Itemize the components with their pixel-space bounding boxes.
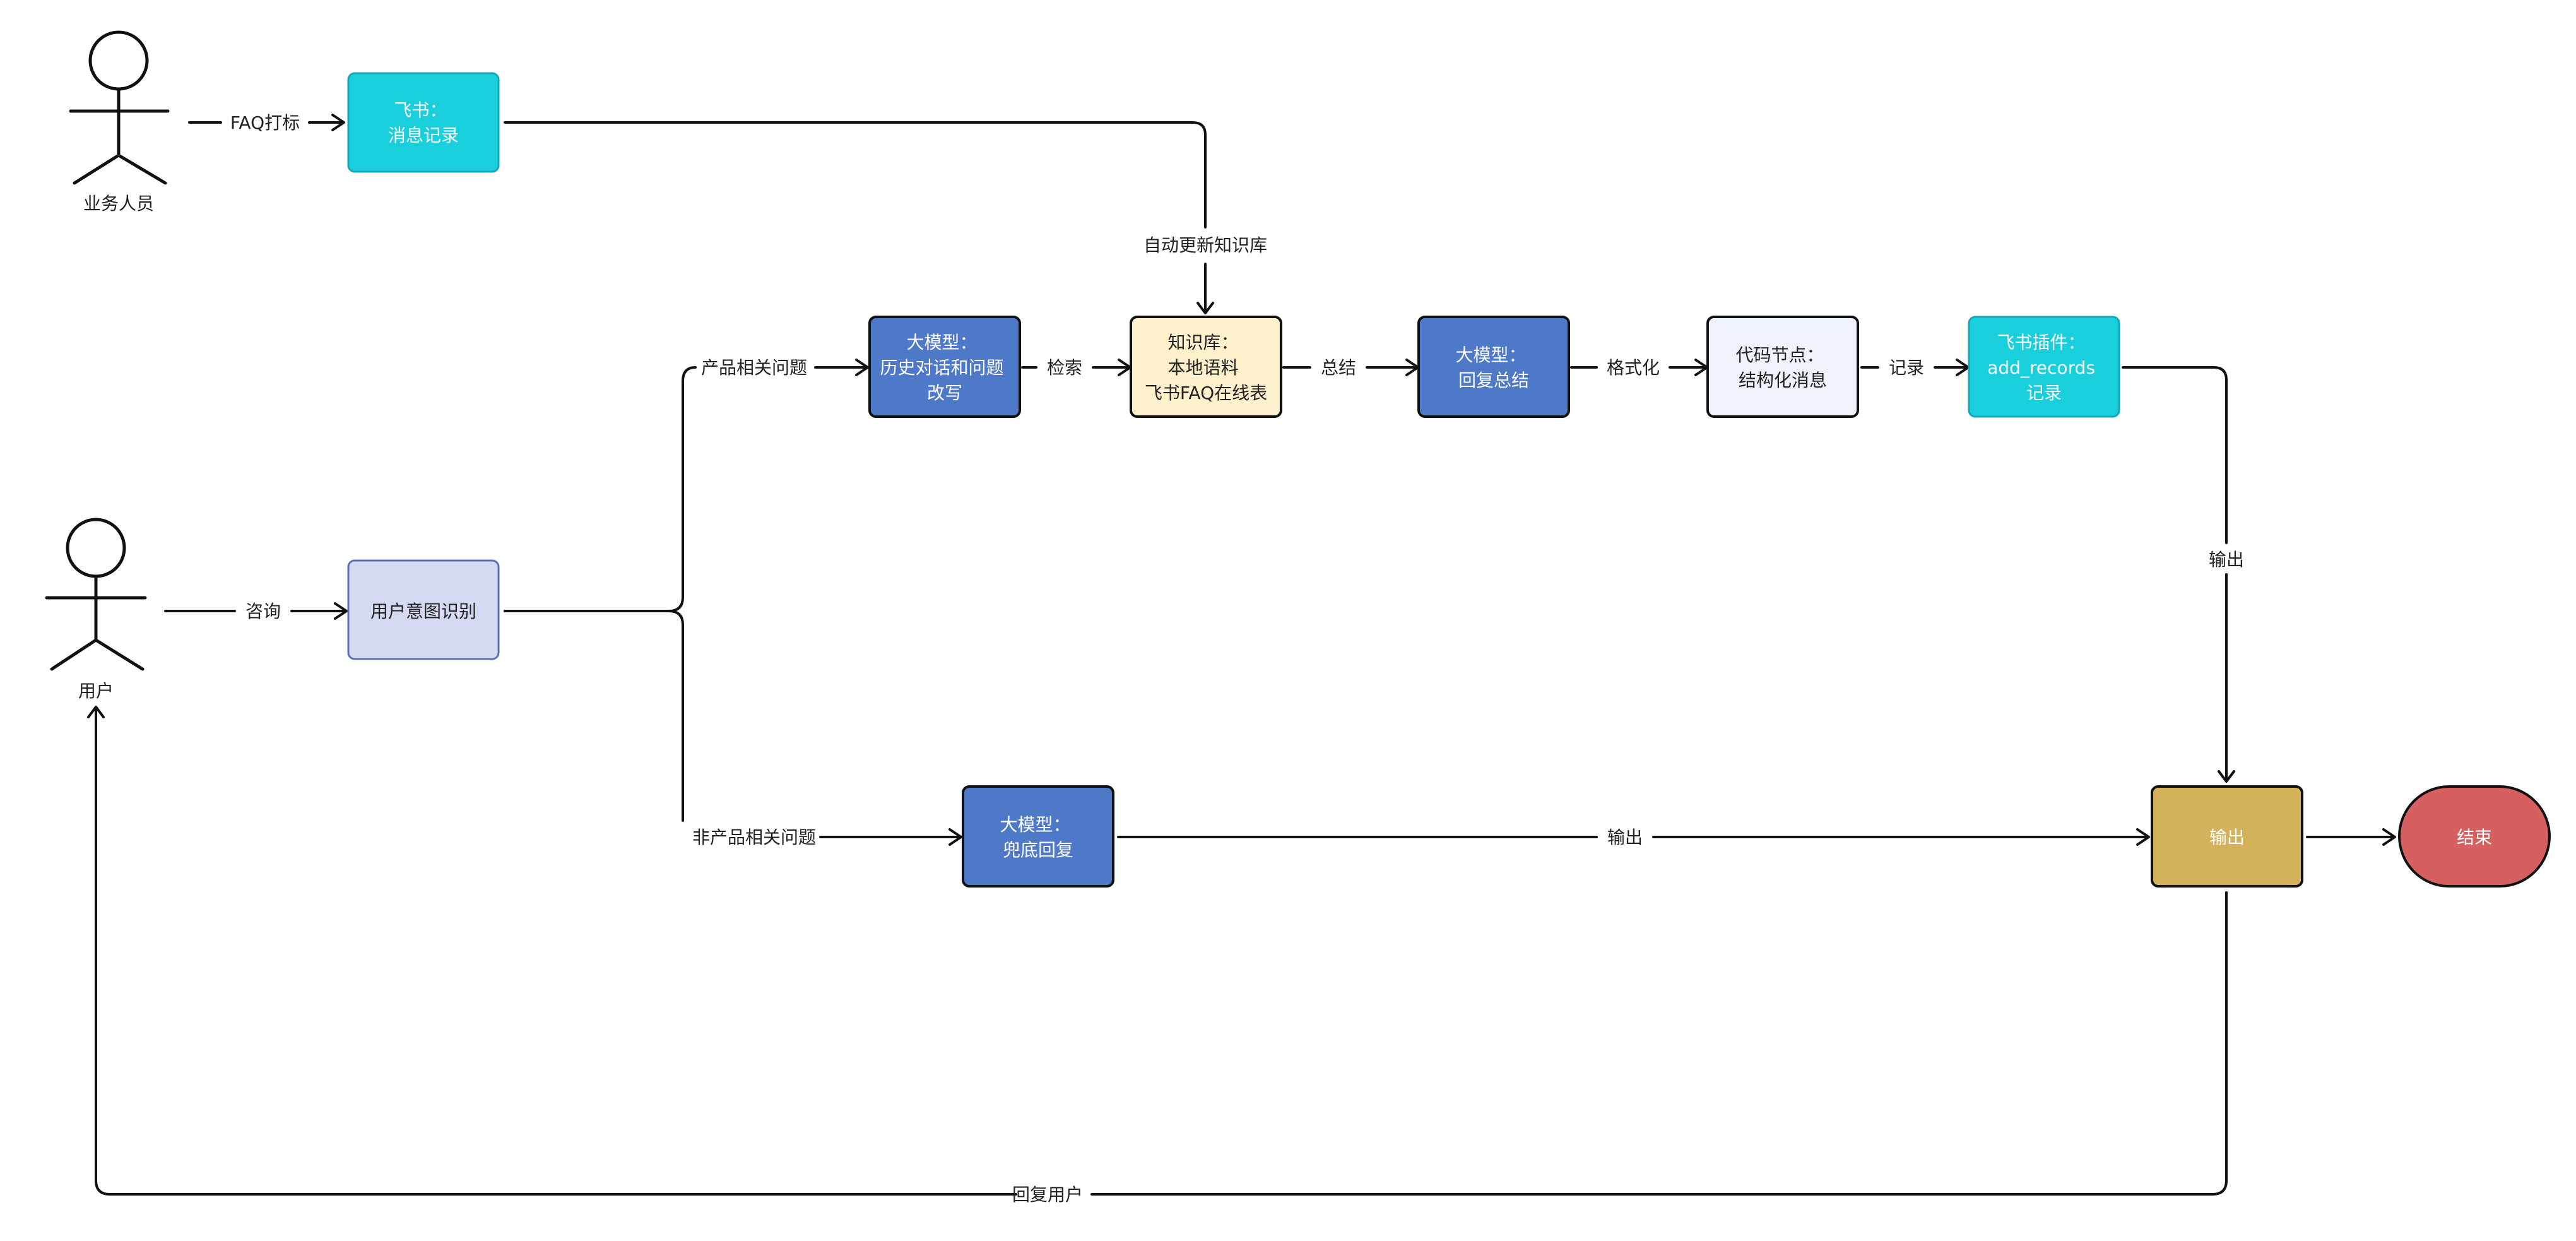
edge-label-record: 记录 — [1889, 357, 1924, 378]
edge-label-output-right: 输出 — [2209, 549, 2244, 570]
edge-label-output-bottom: 输出 — [1607, 827, 1643, 848]
arrowhead — [331, 114, 345, 131]
edge-label-product-q: 产品相关问题 — [701, 357, 807, 378]
node-line: 大模型： — [1000, 814, 1071, 835]
svg-text:飞书： 消息记录: 飞书： 消息记录 — [388, 100, 459, 146]
edge-feishu-kb — [504, 121, 1207, 312]
node-llm-summary[interactable]: 大模型： 回复总结 — [1417, 316, 1570, 418]
node-llm-rewrite[interactable]: 大模型： 历史对话和问题 改写 — [868, 316, 1021, 418]
edge-labels: FAQ打标 自动更新知识库 咨询 产品相关问题 检索 总结 格式化 记录 输出 … — [230, 112, 2244, 1205]
nodes: 飞书： 消息记录 用户意图识别 大模型： 历史对话和问题 改写 知识库： 本地语… — [347, 72, 2551, 888]
node-line: 结束 — [2457, 827, 2492, 848]
edge-label-auto-update: 自动更新知识库 — [1143, 235, 1267, 256]
node-output[interactable]: 输出 — [2151, 785, 2303, 888]
arrowhead — [2136, 828, 2150, 846]
arrowhead — [2382, 828, 2396, 846]
node-line: 回复总结 — [1458, 370, 1529, 391]
node-line: 飞书插件： — [1997, 332, 2086, 353]
node-line: 大模型： — [907, 332, 978, 353]
actor-staff-label: 业务人员 — [83, 193, 154, 214]
svg-text:输出: 输出 — [2209, 827, 2245, 848]
node-line: 飞书FAQ在线表 — [1145, 383, 1267, 403]
node-code[interactable]: 代码节点： 结构化消息 — [1706, 316, 1859, 418]
svg-text:飞书插件： add_records: 飞书插件： add_records 记录 — [1987, 332, 2101, 403]
node-user-intent[interactable]: 用户意图识别 — [347, 559, 500, 660]
node-line: 历史对话和问题 — [880, 357, 1004, 378]
arrowhead — [948, 828, 962, 846]
node-line: 消息记录 — [388, 125, 459, 146]
edge-label-faq-tag: FAQ打标 — [230, 112, 300, 133]
svg-text:用户意图识别: 用户意图识别 — [370, 601, 476, 622]
node-llm-fallback[interactable]: 大模型： 兜底回复 — [962, 785, 1114, 888]
edge-label-consult: 咨询 — [245, 601, 281, 622]
actor-user: 用户 — [45, 518, 147, 701]
node-feishu-message-record[interactable]: 飞书： 消息记录 — [347, 72, 500, 173]
edge-label-reply-user: 回复用户 — [1012, 1184, 1083, 1205]
svg-text:大模型： 兜底回复: 大模型： 兜底回复 — [1000, 814, 1077, 860]
node-line: 记录 — [2026, 383, 2062, 403]
arrowhead — [1196, 302, 1214, 314]
node-line: 输出 — [2209, 827, 2245, 848]
node-line: 飞书： — [394, 100, 447, 121]
node-line: 本地语料 — [1168, 357, 1239, 378]
svg-text:代码节点： 结构化消息: 代码节点： 结构化消息 — [1736, 345, 1830, 391]
node-line: 代码节点： — [1736, 345, 1824, 365]
edge-output-reply — [95, 708, 2228, 1196]
arrowhead — [855, 359, 869, 376]
edge-intent-branch — [504, 366, 697, 822]
svg-text:大模型： 回复总结: 大模型： 回复总结 — [1456, 345, 1532, 391]
edge-label-non-product-q: 非产品相关问题 — [692, 827, 816, 848]
svg-text:大模型： 历史对话和问题 改: 大模型： 历史对话和问题 改写 — [880, 332, 1010, 403]
node-line: 改写 — [927, 383, 962, 403]
arrowhead — [87, 706, 105, 718]
arrowhead — [2218, 770, 2235, 783]
edges — [87, 114, 2396, 1196]
node-line: 结构化消息 — [1739, 370, 1827, 391]
node-line: 大模型： — [1456, 345, 1527, 365]
actor-user-label: 用户 — [78, 680, 114, 701]
edge-label-retrieve: 检索 — [1047, 357, 1082, 378]
actor-staff: 业务人员 — [69, 30, 170, 214]
edge-plugin-output — [2122, 366, 2228, 780]
svg-text:知识库： 本地语料 飞书FA: 知识库： 本地语料 飞书FAQ在线表 — [1145, 332, 1267, 403]
edge-label-summarize: 总结 — [1321, 357, 1356, 378]
node-line: add_records — [1987, 357, 2095, 378]
edge-label-format: 格式化 — [1607, 357, 1660, 378]
svg-text:结束: 结束 — [2457, 827, 2492, 848]
node-feishu-plugin[interactable]: 飞书插件： add_records 记录 — [1968, 316, 2120, 418]
node-line: 兜底回复 — [1003, 840, 1073, 860]
node-end[interactable]: 结束 — [2398, 785, 2551, 888]
node-line: 知识库： — [1168, 332, 1239, 353]
node-line: 用户意图识别 — [370, 601, 476, 622]
node-knowledge-base[interactable]: 知识库： 本地语料 飞书FAQ在线表 — [1130, 316, 1282, 418]
arrowhead — [334, 602, 348, 620]
